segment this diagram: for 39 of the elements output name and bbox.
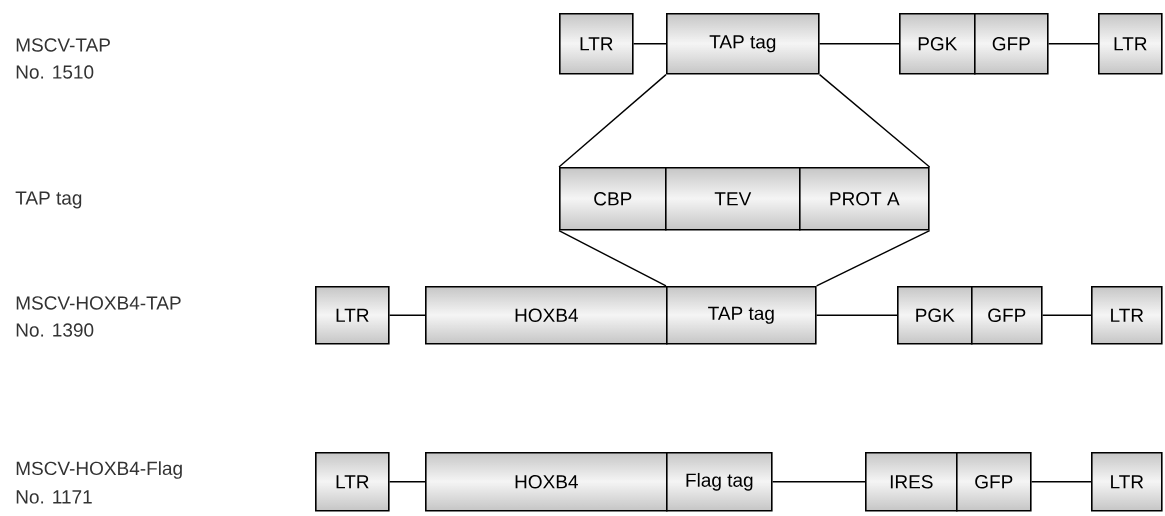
gene-segment-box: IRES xyxy=(865,452,958,512)
gene-segment-box: TAP tag xyxy=(666,13,820,75)
construct-label: MSCV-TAP xyxy=(16,38,110,52)
gene-segment-box: TEV xyxy=(665,167,801,231)
gene-segment-box: HOXB4 xyxy=(425,286,668,345)
connector-line xyxy=(818,73,931,168)
connector-line xyxy=(815,229,931,287)
construct-label: TAP tag xyxy=(15,191,82,209)
gene-segment-box: LTR xyxy=(1091,286,1163,345)
gene-segment-box: GFP xyxy=(956,452,1032,512)
gene-segment-box: Flag tag xyxy=(666,452,773,512)
gene-segment-box: PGK xyxy=(899,13,976,75)
connector-line xyxy=(1047,43,1099,45)
gene-segment-box: PGK xyxy=(897,286,973,345)
construct-label: No. 1510 xyxy=(16,65,94,79)
connector-line xyxy=(388,481,426,483)
connector-line xyxy=(558,73,667,168)
connector-line xyxy=(1041,314,1092,316)
gene-segment-box: CBP xyxy=(559,167,667,231)
gene-segment-box: GFP xyxy=(971,286,1043,345)
gene-segment-box: LTR xyxy=(315,452,390,512)
connector-line xyxy=(818,43,900,45)
construct-label: No. 1171 xyxy=(16,490,92,504)
construct-label: MSCV-HOXB4-TAP xyxy=(16,296,181,310)
connector-line xyxy=(771,481,866,483)
gene-segment-box: PROT A xyxy=(799,167,930,231)
construct-label: No. 1390 xyxy=(16,323,94,337)
construct-label: MSCV-HOXB4-Flag xyxy=(16,461,182,479)
connector-line xyxy=(632,43,667,45)
gene-segment-box: GFP xyxy=(974,13,1049,75)
connector-line xyxy=(388,314,426,316)
connector-line xyxy=(815,314,898,316)
connector-line xyxy=(1030,481,1092,483)
gene-segment-box: LTR xyxy=(315,286,390,345)
gene-segment-box: LTR xyxy=(559,13,634,75)
connector-line xyxy=(558,229,667,287)
gene-segment-box: LTR xyxy=(1098,13,1163,75)
gene-segment-box: LTR xyxy=(1091,452,1163,512)
gene-segment-box: TAP tag xyxy=(666,286,817,345)
